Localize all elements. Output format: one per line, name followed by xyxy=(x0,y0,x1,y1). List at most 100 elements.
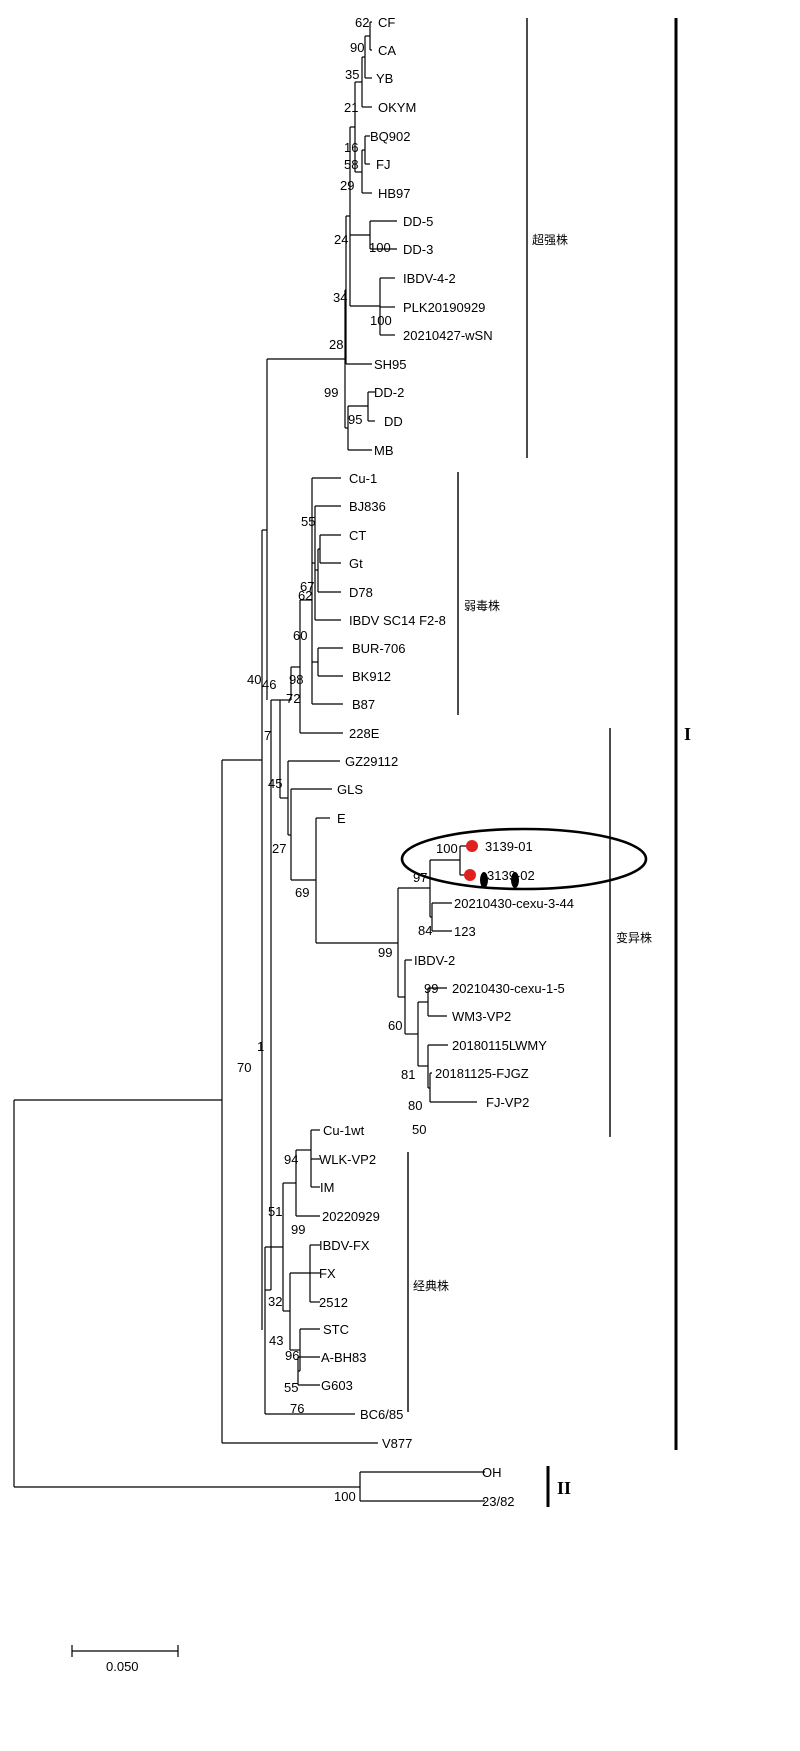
bootstrap-value: 100 xyxy=(436,841,458,856)
bootstrap-value: 58 xyxy=(344,157,358,172)
bootstrap-value: 60 xyxy=(388,1018,402,1033)
leaf-label: WM3-VP2 xyxy=(452,1009,511,1024)
bootstrap-value: 7 xyxy=(264,728,271,743)
bootstrap-value: 81 xyxy=(401,1067,415,1082)
leaf-label: 3139-02 xyxy=(487,868,535,883)
leaf-label: FJ-VP2 xyxy=(486,1095,529,1110)
leaf-label: YB xyxy=(376,71,393,86)
leaf-label: DD xyxy=(384,414,403,429)
bootstrap-value: 76 xyxy=(290,1401,304,1416)
bootstrap-value: 1 xyxy=(257,1039,264,1054)
tree-branches xyxy=(13,21,485,1502)
leaf-label: 20181125-FJGZ xyxy=(435,1066,529,1081)
bootstrap-value: 43 xyxy=(269,1333,283,1348)
leaf-label: Gt xyxy=(349,556,363,571)
leaf-label: OH xyxy=(482,1465,502,1480)
leaf-label: 20180115LWMY xyxy=(452,1038,547,1053)
bootstrap-value: 55 xyxy=(301,514,315,529)
leaf-label: Cu-1wt xyxy=(323,1123,365,1138)
ellipse-tick-right xyxy=(511,872,519,888)
leaf-label: 20220929 xyxy=(322,1209,380,1224)
leaf-label: FJ xyxy=(376,157,390,172)
scale-bar-label: 0.050 xyxy=(106,1659,139,1674)
leaf-label: DD-5 xyxy=(403,214,433,229)
bootstrap-value: 35 xyxy=(345,67,359,82)
leaf-label: BC6/85 xyxy=(360,1407,403,1422)
group-label-very-virulent: 超强株 xyxy=(532,232,568,247)
leaf-label: BQ902 xyxy=(370,129,410,144)
leaf-label: 228E xyxy=(349,726,380,741)
leaf-label: MB xyxy=(374,443,394,458)
bootstrap-value: 99 xyxy=(378,945,392,960)
bootstrap-value: 69 xyxy=(295,885,309,900)
leaf-label: GZ29112 xyxy=(345,754,398,769)
bootstrap-value: 95 xyxy=(348,412,362,427)
leaf-label: BK912 xyxy=(352,669,391,684)
leaf-label: E xyxy=(337,811,346,826)
leaf-label: IBDV-FX xyxy=(319,1238,370,1253)
bootstrap-value: 62 xyxy=(355,15,369,30)
leaf-label: 2512 xyxy=(319,1295,348,1310)
bootstrap-value: 98 xyxy=(289,672,303,687)
bootstrap-value: 99 xyxy=(324,385,338,400)
bootstrap-value: 99 xyxy=(291,1222,305,1237)
leaf-label: IBDV-2 xyxy=(414,953,455,968)
bootstrap-value: 80 xyxy=(408,1098,422,1113)
leaf-label: 20210430-cexu-3-44 xyxy=(454,896,574,911)
bootstrap-value: 100 xyxy=(370,313,392,328)
bootstrap-value: 40 xyxy=(247,672,261,687)
leaf-label: DD-3 xyxy=(403,242,433,257)
bootstrap-value: 34 xyxy=(333,290,347,305)
bootstrap-value: 55 xyxy=(284,1380,298,1395)
leaf-label: OKYM xyxy=(378,100,416,115)
bootstrap-value: 45 xyxy=(268,776,282,791)
bootstrap-labels: 6290352116582910024100342895995567626098… xyxy=(237,15,458,1504)
bootstrap-value: 67 xyxy=(300,579,314,594)
bootstrap-value: 28 xyxy=(329,337,343,352)
leaf-label: SH95 xyxy=(374,357,407,372)
leaf-label: IBDV-4-2 xyxy=(403,271,456,286)
bootstrap-value: 62 xyxy=(298,588,312,603)
bootstrap-value: 99 xyxy=(424,981,438,996)
leaf-label: V877 xyxy=(382,1436,412,1451)
leaf-label: 3139-01 xyxy=(485,839,533,854)
highlight-ellipse xyxy=(400,827,648,891)
bootstrap-value: 70 xyxy=(237,1060,251,1075)
sample-markers xyxy=(464,840,478,881)
group-label-classic: 经典株 xyxy=(413,1278,449,1293)
bootstrap-value: 16 xyxy=(344,140,358,155)
leaf-label: GLS xyxy=(337,782,363,797)
leaf-label: HB97 xyxy=(378,186,411,201)
sample-marker-dot xyxy=(464,869,476,881)
bootstrap-value: 94 xyxy=(284,1152,298,1167)
leaf-label: IM xyxy=(320,1180,334,1195)
bootstrap-value: 100 xyxy=(334,1489,356,1504)
leaf-label: PLK20190929 xyxy=(403,300,485,315)
bootstrap-value: 50 xyxy=(412,1122,426,1137)
bootstrap-value: 51 xyxy=(268,1204,282,1219)
sample-marker-dot xyxy=(466,840,478,852)
leaf-label: G603 xyxy=(321,1378,353,1393)
leaf-label: IBDV SC14 F2-8 xyxy=(349,613,446,628)
leaf-label: D78 xyxy=(349,585,373,600)
leaf-label: CF xyxy=(378,15,395,30)
leaf-label: Cu-1 xyxy=(349,471,377,486)
bootstrap-value: 84 xyxy=(418,923,432,938)
bootstrap-value: 24 xyxy=(334,232,348,247)
bootstrap-value: 46 xyxy=(262,677,276,692)
bootstrap-value: 27 xyxy=(272,841,286,856)
leaf-label: 20210427-wSN xyxy=(403,328,493,343)
leaf-label: 123 xyxy=(454,924,476,939)
leaf-labels: CFCAYBOKYMBQ902FJHB97DD-5DD-3IBDV-4-2PLK… xyxy=(319,15,574,1509)
bootstrap-value: 60 xyxy=(293,628,307,643)
genotype-label-I: I xyxy=(684,724,691,744)
group-label-variant: 变异株 xyxy=(616,930,652,945)
group-label-attenuated: 弱毒株 xyxy=(464,598,500,613)
leaf-label: CT xyxy=(349,528,366,543)
bootstrap-value: 32 xyxy=(268,1294,282,1309)
leaf-label: FX xyxy=(319,1266,336,1281)
bootstrap-value: 96 xyxy=(285,1348,299,1363)
leaf-label: DD-2 xyxy=(374,385,404,400)
bootstrap-value: 90 xyxy=(350,40,364,55)
